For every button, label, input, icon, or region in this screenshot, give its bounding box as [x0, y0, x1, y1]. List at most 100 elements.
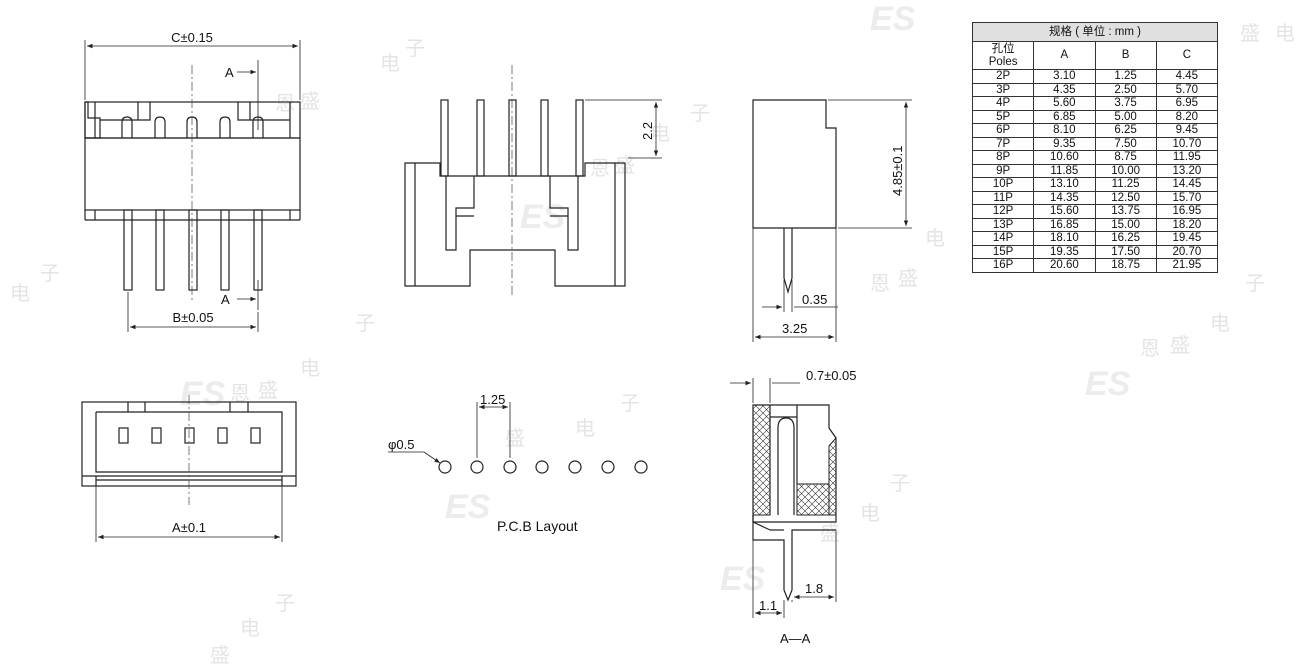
header-b: B: [1094, 41, 1157, 70]
watermark-char: 子: [275, 593, 295, 615]
cell-c: 8.20: [1155, 109, 1219, 124]
watermark-char: 电: [925, 227, 945, 250]
cell-b: 1.25: [1094, 69, 1157, 84]
dim-height: 4.85±0.1: [890, 145, 905, 196]
cell-b: 8.75: [1094, 150, 1157, 165]
cell-c: 4.45: [1155, 69, 1219, 84]
header-poles-en: Poles: [988, 55, 1018, 68]
cell-a: 10.60: [1033, 150, 1096, 165]
cell-c: 16.95: [1155, 204, 1219, 219]
cell-c: 18.20: [1155, 217, 1219, 232]
watermark-char: 子: [890, 473, 910, 495]
watermark-char: 恩: [275, 93, 295, 115]
watermark-char: 子: [620, 393, 640, 415]
cell-p: 12P: [971, 204, 1035, 219]
cell-b: 6.25: [1094, 123, 1157, 138]
dim-wall: 0.7±0.05: [806, 368, 857, 383]
cell-p: 13P: [971, 217, 1035, 232]
watermark-char: 盛: [1240, 22, 1260, 45]
cell-p: 4P: [971, 96, 1035, 111]
dim-pcb-pitch: 1.25: [480, 392, 505, 407]
header-a: A: [1033, 41, 1096, 70]
cell-a: 9.35: [1033, 136, 1096, 151]
cell-b: 12.50: [1094, 190, 1157, 205]
cell-c: 6.95: [1155, 96, 1219, 111]
cell-a: 5.60: [1033, 96, 1096, 111]
cell-p: 2P: [971, 69, 1035, 84]
cell-c: 21.95: [1155, 258, 1219, 273]
dim-c: C±0.15: [171, 30, 213, 45]
cell-p: 3P: [971, 82, 1035, 97]
watermark-group: ES ES ES ES ES ES 恩 盛 电 子 电 子 恩 盛 电 子 恩 …: [10, 0, 1295, 665]
header-c: C: [1155, 41, 1219, 70]
cell-a: 18.10: [1033, 231, 1096, 246]
watermark-char: 子: [1245, 273, 1265, 295]
cell-a: 4.35: [1033, 82, 1096, 97]
cell-b: 18.75: [1094, 258, 1157, 273]
top-center-view: 2.2: [404, 65, 662, 298]
watermark-char: 子: [40, 263, 60, 285]
spec-table-title: 规格 ( 单位 : mm ): [972, 22, 1218, 42]
cell-p: 16P: [971, 258, 1035, 273]
watermark-char: 子: [355, 313, 375, 335]
watermark-char: 盛: [505, 427, 525, 450]
cell-p: 10P: [971, 177, 1035, 192]
cell-a: 11.85: [1033, 163, 1096, 178]
cell-a: 14.35: [1033, 190, 1096, 205]
watermark-char: 电: [1210, 312, 1230, 335]
cell-b: 10.00: [1094, 163, 1157, 178]
cell-c: 5.70: [1155, 82, 1219, 97]
watermark-char: 电: [860, 502, 880, 525]
watermark-logo: ES: [180, 375, 226, 413]
cell-p: 6P: [971, 123, 1035, 138]
watermark-char: 恩: [870, 273, 890, 295]
cell-a: 8.10: [1033, 123, 1096, 138]
cell-b: 3.75: [1094, 96, 1157, 111]
cell-b: 16.25: [1094, 231, 1157, 246]
watermark-logo: ES: [520, 198, 566, 236]
watermark-logo: ES: [1085, 365, 1131, 403]
cell-c: 11.95: [1155, 150, 1219, 165]
watermark-logo: ES: [445, 488, 491, 526]
cell-a: 19.35: [1033, 244, 1096, 259]
watermark-char: 电: [300, 357, 320, 380]
cell-p: 9P: [971, 163, 1035, 178]
watermark-char: 电: [10, 282, 30, 305]
cell-a: 3.10: [1033, 69, 1096, 84]
cell-b: 5.00: [1094, 109, 1157, 124]
watermark-char: 子: [405, 38, 425, 60]
watermark-char: 恩: [230, 383, 250, 405]
cell-b: 17.50: [1094, 244, 1157, 259]
header-poles: 孔位 Poles: [971, 41, 1035, 70]
watermark-char: 盛: [300, 90, 320, 113]
cell-p: 5P: [971, 109, 1035, 124]
cell-c: 19.45: [1155, 231, 1219, 246]
dim-bottom-left: 1.1: [759, 598, 777, 613]
dim-pin-protrusion: 2.2: [640, 122, 655, 140]
dim-depth: 3.25: [782, 321, 807, 336]
cell-c: 15.70: [1155, 190, 1219, 205]
bottom-view: A±0.1: [81, 395, 297, 542]
cell-c: 10.70: [1155, 136, 1219, 151]
cell-b: 11.25: [1094, 177, 1157, 192]
section-label: A—A: [780, 631, 811, 646]
watermark-char: 盛: [898, 267, 918, 290]
cell-p: 14P: [971, 231, 1035, 246]
right-side-view: 4.85±0.1 0.35 3.25: [752, 99, 912, 342]
